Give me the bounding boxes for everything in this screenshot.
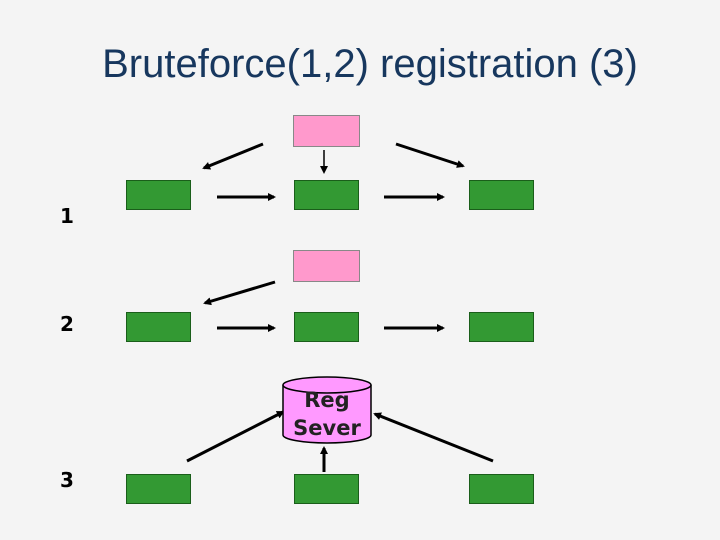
arrow-row3-left-to-server [186, 410, 285, 463]
green-box-row2-right [469, 312, 534, 342]
arrow-pink1-to-right [395, 142, 465, 168]
green-box-row3-middle [294, 474, 359, 504]
green-box-row2-middle [294, 312, 359, 342]
reg-server-label: Reg Sever [293, 388, 361, 440]
slide-title: Bruteforce(1,2) registration (3) [102, 42, 638, 86]
green-box-row1-left [126, 180, 191, 210]
green-box-row1-right [469, 180, 534, 210]
reg-server-cylinder [282, 376, 372, 444]
pink-box-row1 [293, 115, 360, 147]
row-label-1: 1 [60, 204, 74, 228]
arrow-pink1-to-left [202, 142, 264, 170]
row-label-2: 2 [60, 312, 74, 336]
green-box-row3-left [126, 474, 191, 504]
arrow-row3-right-to-server [373, 412, 494, 463]
pink-box-row2 [293, 250, 360, 282]
green-box-row1-middle [294, 180, 359, 210]
green-box-row2-left [126, 312, 191, 342]
row-label-3: 3 [60, 468, 74, 492]
green-box-row3-right [469, 474, 534, 504]
arrow-pink2-to-left [203, 280, 276, 306]
